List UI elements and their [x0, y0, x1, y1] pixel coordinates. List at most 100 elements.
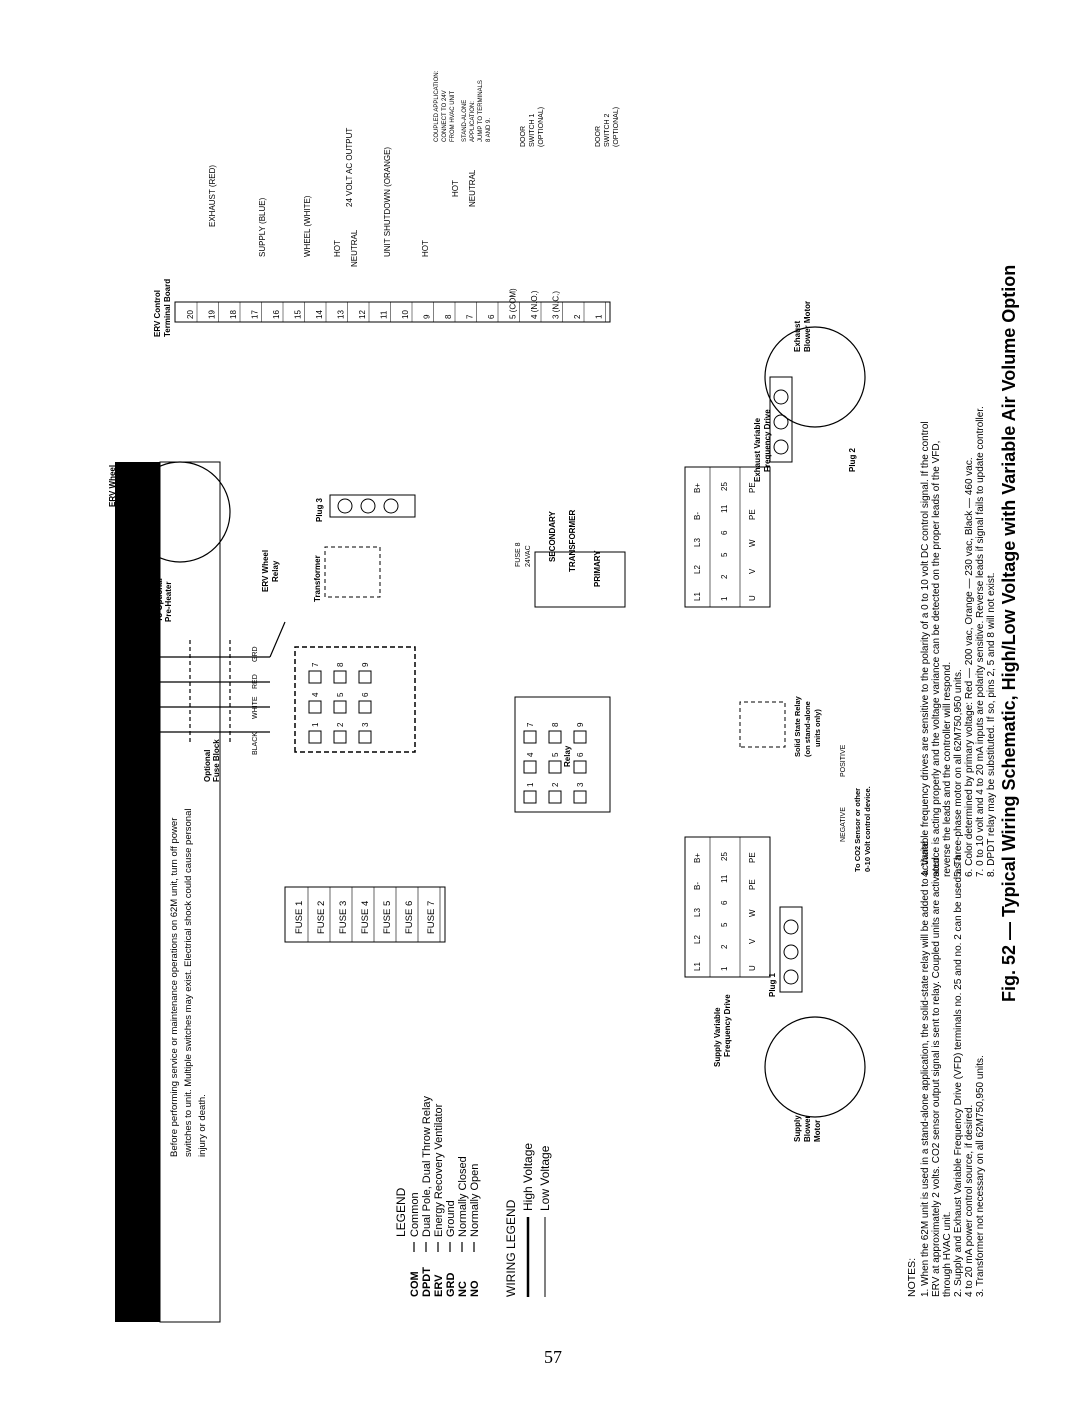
- supply-vfd-mid-25: 25: [720, 852, 729, 861]
- erv-relay-pin-8: 8: [336, 662, 345, 667]
- terminal-9: 12: [358, 310, 367, 319]
- terminal-board-label-2: Terminal Board: [163, 279, 172, 337]
- note-right-line-0: 4. Variable frequency drives are sensiti…: [920, 421, 931, 877]
- supply-vfd-bot-W: W: [748, 909, 757, 917]
- exhaust-vfd-bot-U: U: [748, 595, 757, 601]
- fuse-label-2: FUSE 2: [316, 901, 327, 934]
- terminal-11: 10: [401, 310, 410, 319]
- warning-triangle-icon: [128, 90, 156, 124]
- exhaust-vfd-mid-11: 11: [720, 504, 729, 513]
- schematic: Line Voltage IN Optional Disconnect To O…: [108, 70, 872, 1142]
- standalone-line-3: 8 AND 9.: [486, 118, 492, 142]
- note-right-line-4: 6. Color determined by primary voltage: …: [964, 457, 975, 877]
- fuse-label-3: FUSE 3: [338, 901, 349, 934]
- notes: NOTES: 1. When the 62M unit is used in a…: [906, 406, 997, 1297]
- coupled-line-2: FROM HVAC UNIT: [450, 90, 456, 142]
- plug3-label: Plug 3: [315, 497, 324, 522]
- transformer-label: TRANSFORMER: [568, 510, 577, 572]
- legend-text-com: Common: [409, 1192, 421, 1237]
- supply-vfd-top-B-: B-: [693, 882, 702, 890]
- erv-relay-pin-1: 1: [311, 722, 320, 727]
- solid-state-relay: Solid State Relay (on stand-alone units …: [739, 695, 822, 757]
- exhaust-vfd-mid-6: 6: [720, 530, 729, 535]
- legend-text-no: Normally Open: [469, 1164, 481, 1237]
- door1-line-2: (OPTIONAL): [538, 107, 545, 147]
- fuse-label-7: FUSE 7: [426, 901, 437, 934]
- ac-output-label: 24 VOLT AC OUTPUT: [345, 128, 354, 207]
- terminal-12: 9: [423, 314, 432, 319]
- exhaust-vfd-top-L2: L2: [693, 565, 702, 574]
- exhaust-vfd-top-L3: L3: [693, 538, 702, 547]
- warning-line-3: injury or death.: [197, 1094, 208, 1157]
- legend-title: LEGEND: [394, 1187, 408, 1237]
- relay-pin-5: 5: [551, 752, 560, 757]
- hot-label-2: HOT: [421, 240, 430, 257]
- erv-wheel-motor-label-2: Motor: [117, 475, 126, 497]
- terminal-outputs: EXHAUST (RED) SUPPLY (BLUE) WHEEL (WHITE…: [208, 70, 620, 267]
- erv-wheel-motor-circle: [129, 461, 231, 563]
- exhaust-vfd-bot-V: V: [748, 568, 757, 574]
- legend-text-erv: Energy Recovery Ventilator: [433, 1103, 445, 1237]
- ssr-label-2: (on stand-alone: [803, 701, 812, 757]
- terminal-3: 18: [229, 310, 238, 319]
- supply-motor-label-2: Blower: [803, 1115, 812, 1142]
- erv-relay-pin-5: 5: [336, 692, 345, 697]
- primary-label: PRIMARY: [593, 550, 602, 587]
- note-left-line-5: 3. Transformer not necessary on all 62M7…: [975, 1055, 986, 1297]
- legend-text-dpdt: Dual Pole, Dual Throw Relay: [421, 1095, 433, 1237]
- figure-title: Fig. 52 — Typical Wiring Schematic, High…: [999, 265, 1019, 1002]
- optional-disconnect-label-1: Optional: [115, 590, 124, 622]
- wire-black-in: BLACK: [252, 732, 259, 755]
- relay-pin-8: 8: [551, 722, 560, 727]
- optional-disconnect-label-2: Disconnect: [124, 579, 133, 622]
- exhaust-vfd-bot-PE: PE: [748, 509, 757, 520]
- supply-vfd-top-L2: L2: [693, 935, 702, 944]
- erv-relay-pin-2: 2: [336, 722, 345, 727]
- supply-motor-label-1: Supply: [793, 1115, 802, 1142]
- terminal-5: 16: [272, 310, 281, 319]
- supply-vfd-top-L3: L3: [693, 908, 702, 917]
- standalone-line-2: JUMP TO TERMINALS: [478, 80, 484, 142]
- terminal-2: 19: [208, 310, 217, 319]
- note-right-line-1: source is acting properly and the voltag…: [931, 441, 942, 877]
- note-right-line-3: 5. Three-phase motor on all 62M750,950 u…: [953, 669, 964, 877]
- line-input-wires: [125, 621, 286, 742]
- terminal-7: 14: [315, 310, 324, 319]
- wheel-output: WHEEL (WHITE): [303, 195, 312, 257]
- co2-label-2: 0-10 Volt control device.: [863, 786, 872, 872]
- relay-pin-2: 2: [551, 782, 560, 787]
- terminal-1: 20: [186, 310, 195, 319]
- wire-white-in: WHITE: [252, 696, 259, 719]
- hot-label-1: HOT: [333, 240, 342, 257]
- terminal-20: 1: [595, 314, 604, 319]
- supply-vfd-top-B+: B+: [693, 853, 702, 863]
- fuse-block-label-1: Optional: [203, 750, 212, 782]
- plug2-label: Plug 2: [848, 447, 857, 472]
- exhaust-vfd-mid-5: 5: [720, 552, 729, 557]
- negative-label: NEGATIVE: [840, 807, 847, 842]
- supply-vfd-mid-1: 1: [720, 966, 729, 971]
- high-voltage-label: High Voltage: [521, 1143, 535, 1211]
- supply-vfd-bot-U: U: [748, 965, 757, 971]
- wiring-legend-title: WIRING LEGEND: [504, 1199, 518, 1297]
- note-left-line-2: through HVAC unit.: [942, 1212, 953, 1297]
- note-right-line-6: 8. DPDT relay may be substituted. If so,…: [986, 573, 997, 877]
- warning-line-2: switches to unit. Multiple switches may …: [183, 809, 194, 1157]
- door2-line-0: DOOR: [595, 126, 602, 147]
- coupled-line-0: COUPLED APPLICATION:: [434, 70, 440, 142]
- preheater-label-2: Pre-Heater: [164, 582, 173, 622]
- relay-pin-7: 7: [526, 722, 535, 727]
- legend-abbr-no: NO: [469, 1280, 481, 1297]
- main-transformer: SECONDARY TRANSFORMER PRIMARY 24VAC FUSE…: [515, 510, 626, 608]
- erv-relay-pin-6: 6: [361, 692, 370, 697]
- relay-pin-4: 4: [526, 752, 535, 757]
- supply-motor-label-3: Motor: [813, 1120, 822, 1142]
- exhaust-vfd-bot-PE: PE: [748, 482, 757, 493]
- exhaust-motor-label-2: Blower Motor: [803, 301, 812, 352]
- door2-line-1: SWITCH 2: [604, 113, 611, 147]
